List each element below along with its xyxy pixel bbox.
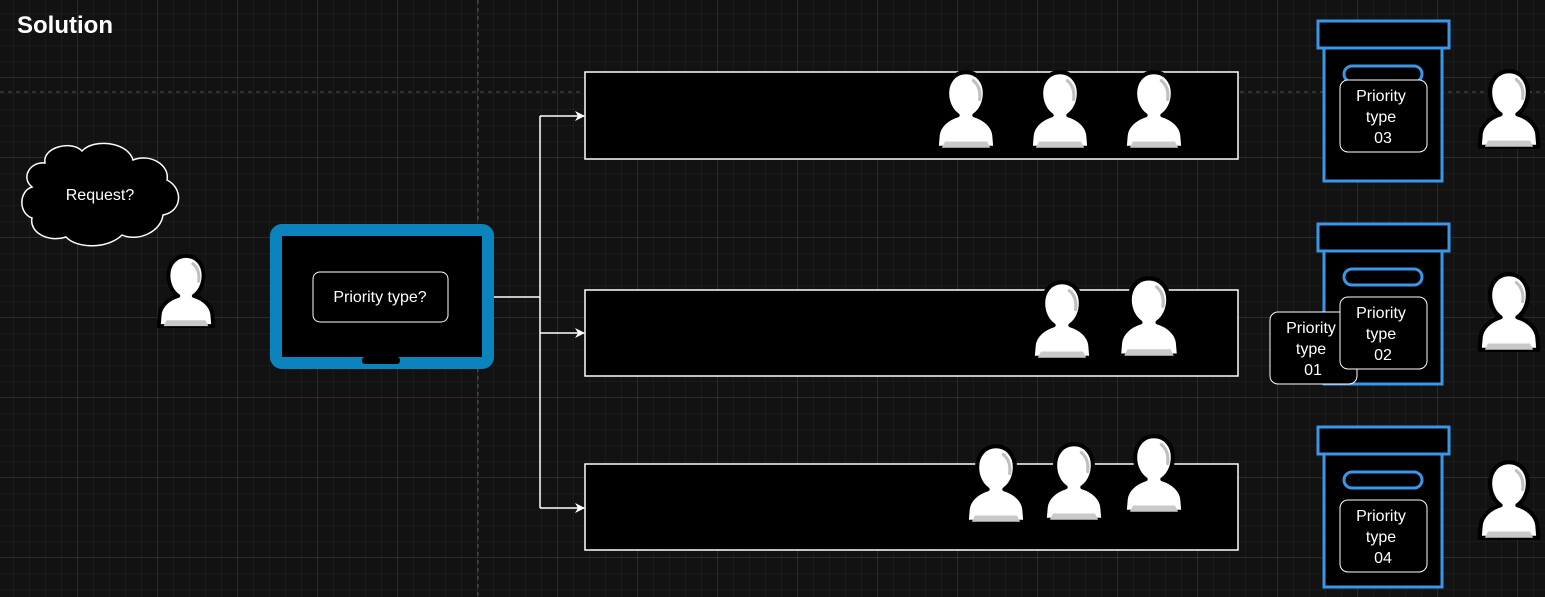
person-icon <box>159 256 214 326</box>
queue-3-people <box>967 436 1184 522</box>
priority-card-line2: type <box>1366 109 1396 126</box>
tablet-device: Priority type? <box>270 224 494 369</box>
request-cloud: Request? <box>21 142 180 247</box>
cloud-icon <box>21 142 180 247</box>
priority-card-line1: Priority <box>1356 88 1406 105</box>
box-lid <box>1316 19 1451 50</box>
priority-card <box>1339 296 1428 370</box>
queue-1-people <box>937 72 1184 148</box>
box-handle <box>1342 267 1424 287</box>
priority-card-line2: type <box>1366 529 1396 546</box>
person-icon <box>1480 462 1539 538</box>
box-lid <box>1316 222 1451 253</box>
priority-question-box <box>312 271 449 323</box>
cloud-label: Request? <box>66 187 135 204</box>
priority-card-line2: type <box>1296 341 1326 358</box>
priority-card <box>1339 499 1428 573</box>
priority-card <box>1339 79 1428 153</box>
box-lid <box>1316 425 1451 456</box>
priority-box-04: Priority type 04 <box>1316 425 1451 589</box>
priority-card-line1: Priority <box>1356 305 1406 322</box>
priority-box-03: Priority type 03 <box>1316 19 1451 183</box>
page-title: Solution <box>17 12 113 39</box>
priority-box-02: Priority type 01 Priority type 02 <box>1269 222 1451 386</box>
routing-connectors <box>494 111 585 513</box>
person-icon <box>1480 274 1539 350</box>
priority-card-line1: Priority <box>1356 508 1406 525</box>
priority-card-number: 01 <box>1304 362 1322 379</box>
box-handle <box>1342 470 1424 490</box>
priority-question-label: Priority type? <box>333 289 426 306</box>
priority-card-number: 03 <box>1374 130 1392 147</box>
priority-card-number: 04 <box>1374 550 1392 567</box>
priority-card-line2: type <box>1366 326 1396 343</box>
person-icon <box>1480 71 1539 147</box>
priority-card-line1: Priority <box>1286 320 1336 337</box>
priority-card-number: 02 <box>1374 347 1392 364</box>
tablet-home-button <box>362 357 400 364</box>
